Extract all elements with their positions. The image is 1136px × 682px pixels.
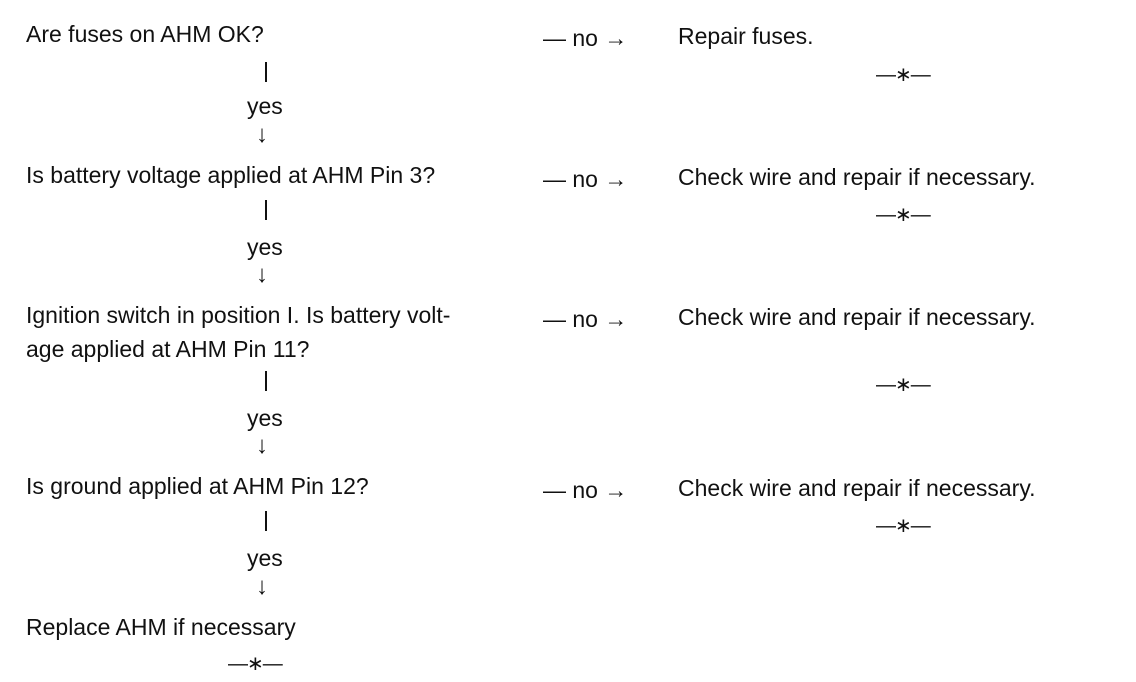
step-2-connector-line	[265, 200, 267, 220]
step-4-end-mark: —∗—	[876, 515, 931, 537]
step-3-no-branch: — no →	[543, 306, 628, 332]
step-4-yes-label: yes	[247, 545, 283, 571]
step-2-no-branch: — no →	[543, 166, 628, 192]
step-4-down-arrow-icon: ↓	[256, 573, 268, 600]
step-2-end-mark: —∗—	[876, 204, 931, 226]
step-3-end-mark: —∗—	[876, 374, 931, 396]
step-4-no-branch: — no →	[543, 477, 628, 503]
step-1-connector-line	[265, 62, 267, 82]
step-3-question-line-1: Ignition switch in position I. Is batter…	[26, 302, 451, 328]
final-action: Replace AHM if necessary	[26, 614, 296, 640]
step-3-yes-label: yes	[247, 405, 283, 431]
step-4-connector-line	[265, 511, 267, 531]
step-2-question: Is battery voltage applied at AHM Pin 3?	[26, 162, 436, 188]
step-1-end-mark: —∗—	[876, 64, 931, 86]
step-4-action: Check wire and repair if necessary.	[678, 475, 1036, 501]
step-1-question: Are fuses on AHM OK?	[26, 21, 264, 47]
step-2-action: Check wire and repair if necessary.	[678, 164, 1036, 190]
step-2-yes-label: yes	[247, 234, 283, 260]
step-3-question-line-2: age applied at AHM Pin 11?	[26, 336, 310, 362]
step-1-no-branch: — no →	[543, 25, 628, 51]
step-4-question: Is ground applied at AHM Pin 12?	[26, 473, 369, 499]
step-3-down-arrow-icon: ↓	[256, 432, 268, 459]
step-1-yes-label: yes	[247, 93, 283, 119]
step-3-connector-line	[265, 371, 267, 391]
step-1-down-arrow-icon: ↓	[256, 121, 268, 148]
step-2-down-arrow-icon: ↓	[256, 261, 268, 288]
final-end-mark: —∗—	[228, 653, 283, 675]
step-3-action: Check wire and repair if necessary.	[678, 304, 1036, 330]
step-1-action: Repair fuses.	[678, 23, 814, 49]
